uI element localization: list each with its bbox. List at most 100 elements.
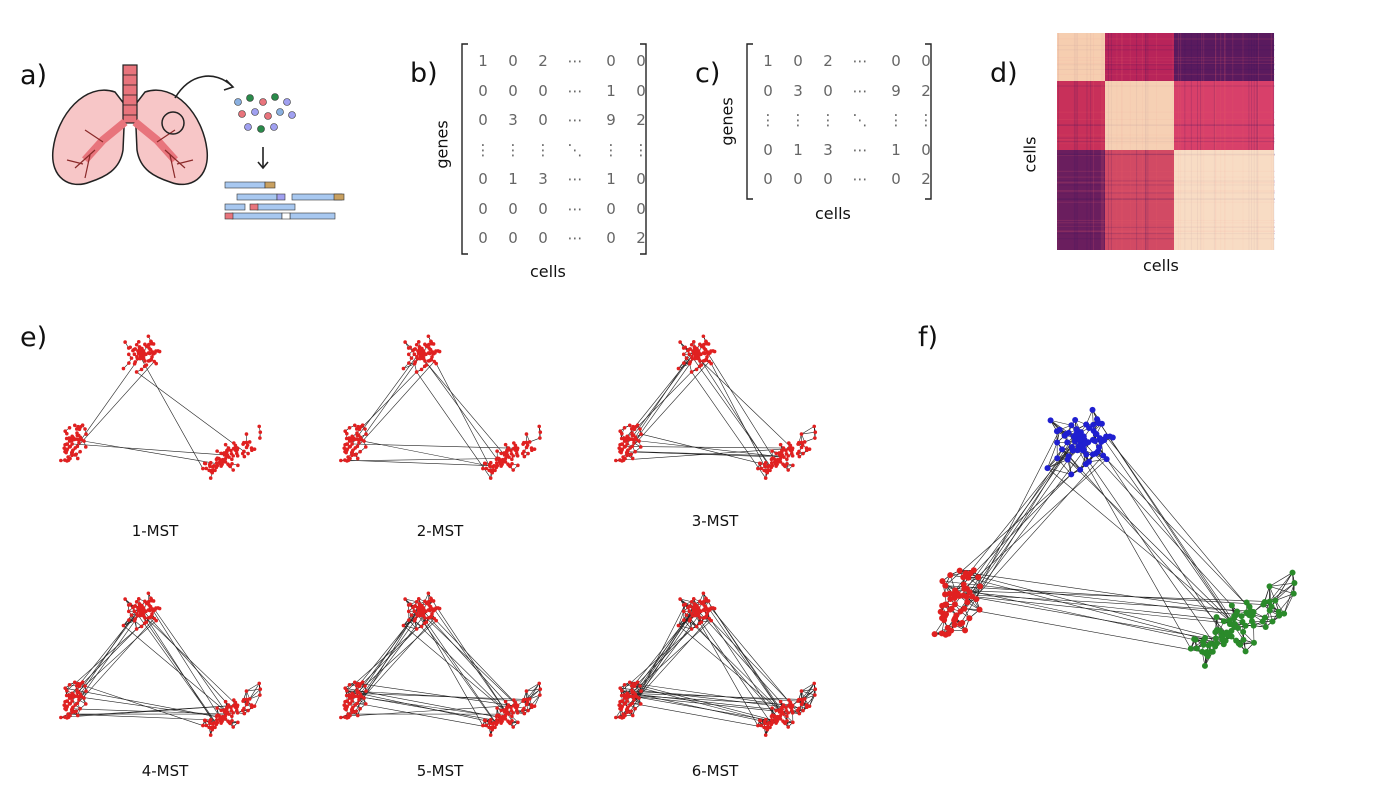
graph-node (495, 713, 500, 718)
graph-node (356, 424, 360, 429)
heatmap-streak (1223, 33, 1225, 250)
graph-node (630, 431, 634, 435)
graph-node (346, 455, 350, 459)
graph-node (67, 693, 71, 697)
heatmap-streak (1057, 226, 1275, 228)
heatmap-streak (1215, 33, 1217, 250)
heatmap-streak (1190, 33, 1192, 250)
graph-node (210, 470, 215, 475)
graph-edge (83, 440, 221, 465)
graph-edge (136, 371, 245, 452)
graph-node (215, 713, 220, 718)
graph-node (763, 476, 768, 480)
graph-node (70, 699, 74, 703)
graph-node (127, 618, 131, 622)
graph-node (699, 363, 704, 367)
graph-node (77, 698, 81, 702)
heatmap-block (1174, 81, 1274, 150)
graph-node (522, 440, 526, 445)
graph-node (204, 466, 209, 471)
graph-node (481, 723, 485, 728)
heatmap-streak (1273, 33, 1275, 250)
graph-node (207, 462, 212, 467)
graph-node (434, 606, 438, 610)
graph-node (515, 711, 520, 715)
graph-node (242, 706, 246, 711)
matrix-cell: 1 (606, 170, 616, 188)
graph-node (154, 618, 158, 623)
graph-node (532, 704, 537, 708)
matrix-cell: 3 (823, 140, 833, 159)
graph-node (344, 448, 349, 453)
graph-edge (622, 361, 710, 458)
graph-node (800, 443, 805, 448)
graph-node (67, 696, 72, 700)
graph-edge (150, 606, 220, 716)
heatmap-streak (1090, 33, 1092, 250)
graph-node (346, 712, 350, 716)
heatmap-diagonal-block (1105, 81, 1174, 150)
heatmap-streak (1232, 33, 1234, 250)
graph-node (226, 705, 230, 709)
graph-node (230, 461, 234, 466)
graph-node (233, 443, 238, 448)
graph-node (515, 703, 520, 708)
graph-node (687, 361, 692, 366)
graph-node (628, 453, 632, 457)
graph-edge (801, 426, 815, 435)
graph-node (71, 448, 75, 452)
heatmap-streak (1057, 62, 1275, 64)
graph-node (347, 439, 352, 443)
graph-node (135, 356, 140, 361)
heatmap-streak (1057, 219, 1275, 221)
graph-node (509, 708, 514, 713)
graph-edge (348, 459, 494, 467)
graph-node (246, 451, 250, 456)
graph-node (230, 457, 234, 462)
heatmap-streak (1057, 68, 1275, 70)
graph-node (252, 447, 257, 451)
graph-node (522, 697, 526, 702)
graph-node (360, 680, 365, 684)
graph-node (801, 451, 805, 456)
graph-edge (526, 688, 541, 692)
graph-edge (78, 696, 221, 718)
graph-node (63, 715, 67, 719)
graph-node (137, 345, 142, 349)
graph-node (137, 347, 142, 352)
graph-node (419, 367, 424, 372)
heatmap-streak (1180, 33, 1182, 250)
graph-node (132, 347, 136, 352)
graph-node (139, 367, 144, 372)
graph-node (494, 721, 498, 725)
graph-node (638, 427, 642, 431)
graph-node (135, 613, 140, 618)
mst-graph-2 (339, 334, 543, 480)
graph-node (790, 454, 795, 458)
graph-edge (627, 451, 785, 458)
panel-c-row-label: genes (717, 97, 737, 146)
graph-edge (138, 610, 238, 706)
graph-node (246, 708, 250, 713)
graph-node (490, 470, 495, 475)
matrix-cell: 0 (636, 170, 646, 188)
graph-node (784, 451, 789, 456)
graph-edge (693, 353, 793, 449)
graph-node (219, 721, 223, 725)
heatmap-streak (1200, 33, 1202, 250)
matrix-cell: ⋯ (567, 81, 583, 100)
graph-node (620, 431, 624, 436)
graph-node (355, 444, 360, 449)
graph-node (138, 613, 142, 618)
graph-node (75, 431, 79, 435)
matrix-cell: 2 (921, 170, 931, 188)
matrix-cell: 0 (606, 229, 616, 247)
graph-node (219, 708, 224, 713)
graph-edge (418, 610, 518, 706)
graph-node (499, 451, 504, 456)
graph-node (802, 440, 807, 444)
graph-node (83, 684, 87, 688)
graph-node (214, 464, 218, 468)
graph-node (511, 468, 516, 472)
matrix-cell: ⋯ (567, 229, 583, 247)
